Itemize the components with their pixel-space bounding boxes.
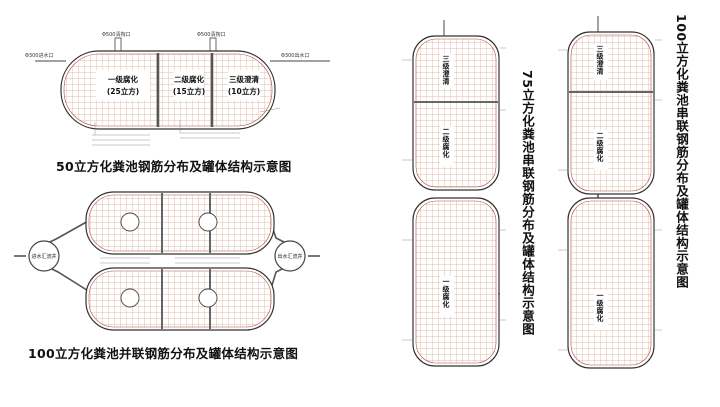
tank-upper-grid <box>88 194 272 252</box>
label-bg <box>440 276 454 316</box>
tank-lower-grid <box>570 200 652 366</box>
inlet-collection-well <box>28 240 60 272</box>
manhole-label: Φ500清掏口 <box>197 31 225 38</box>
label-bg <box>594 44 608 80</box>
chamber-name: 三级澄清 <box>596 45 604 75</box>
label-bg <box>440 126 454 166</box>
chamber-name: 三级澄清 <box>229 74 259 84</box>
tank-upper-grid <box>415 38 497 188</box>
manhole-shaft-2 <box>209 37 217 53</box>
label-bg <box>594 130 608 170</box>
well-label: 进水汇流井 <box>31 253 56 260</box>
manhole-label: Φ500清掏口 <box>102 31 130 38</box>
outlet-label: Φ300出水口 <box>281 52 309 59</box>
chamber-name: 二级腐化 <box>174 74 204 84</box>
inlet-label: Φ300进水口 <box>25 52 53 59</box>
chamber-name: 一级腐化 <box>442 278 450 308</box>
chamber-volume: (15立方) <box>173 86 205 96</box>
chamber-name: 一级腐化 <box>596 292 604 322</box>
tank-upper-grid <box>570 34 652 192</box>
label-bg <box>96 70 150 100</box>
tank-75-series <box>402 20 506 367</box>
chamber-volume: (25立方) <box>107 86 139 96</box>
manhole-shaft-1 <box>114 37 122 53</box>
chamber-name: 二级腐化 <box>442 128 450 158</box>
annotation-lines <box>402 47 506 341</box>
label-bg <box>228 70 260 100</box>
manholes <box>120 212 218 308</box>
chamber-name: 一级腐化 <box>108 74 138 84</box>
chamber-volume: (10立方) <box>228 86 260 96</box>
annotation-lines <box>100 257 240 264</box>
chamber-name: 三级澄清 <box>442 55 450 85</box>
label-bg <box>594 290 608 330</box>
tank-100-parallel: 进水汇流井 出水汇流井 <box>14 191 320 331</box>
well-label: 出水汇流井 <box>277 253 302 260</box>
chamber-name: 二级腐化 <box>596 132 604 162</box>
tank-lower-grid <box>415 200 497 364</box>
label-bg <box>174 70 204 100</box>
outlet-collection-well <box>274 240 306 272</box>
tank-50: Φ300进水口 Φ300出水口 Φ500清掏口 Φ500清掏口 一级腐化 (25… <box>25 31 330 146</box>
annotation-lines <box>558 39 662 351</box>
caption-100-parallel: 100立方化粪池并联钢筋分布及罐体结构示意图 <box>28 346 299 361</box>
tank-100-series <box>558 16 662 369</box>
caption-50: 50立方化粪池钢筋分布及罐体结构示意图 <box>56 159 292 174</box>
annotation-lines <box>92 107 281 146</box>
tank-lower-grid <box>88 270 272 328</box>
caption-100-series: 100立方化粪池串联钢筋分布及罐体结构示意图 <box>674 14 689 289</box>
caption-75-series: 75立方化粪池串联钢筋分布及罐体结构示意图 <box>520 70 535 336</box>
label-bg <box>440 54 454 88</box>
